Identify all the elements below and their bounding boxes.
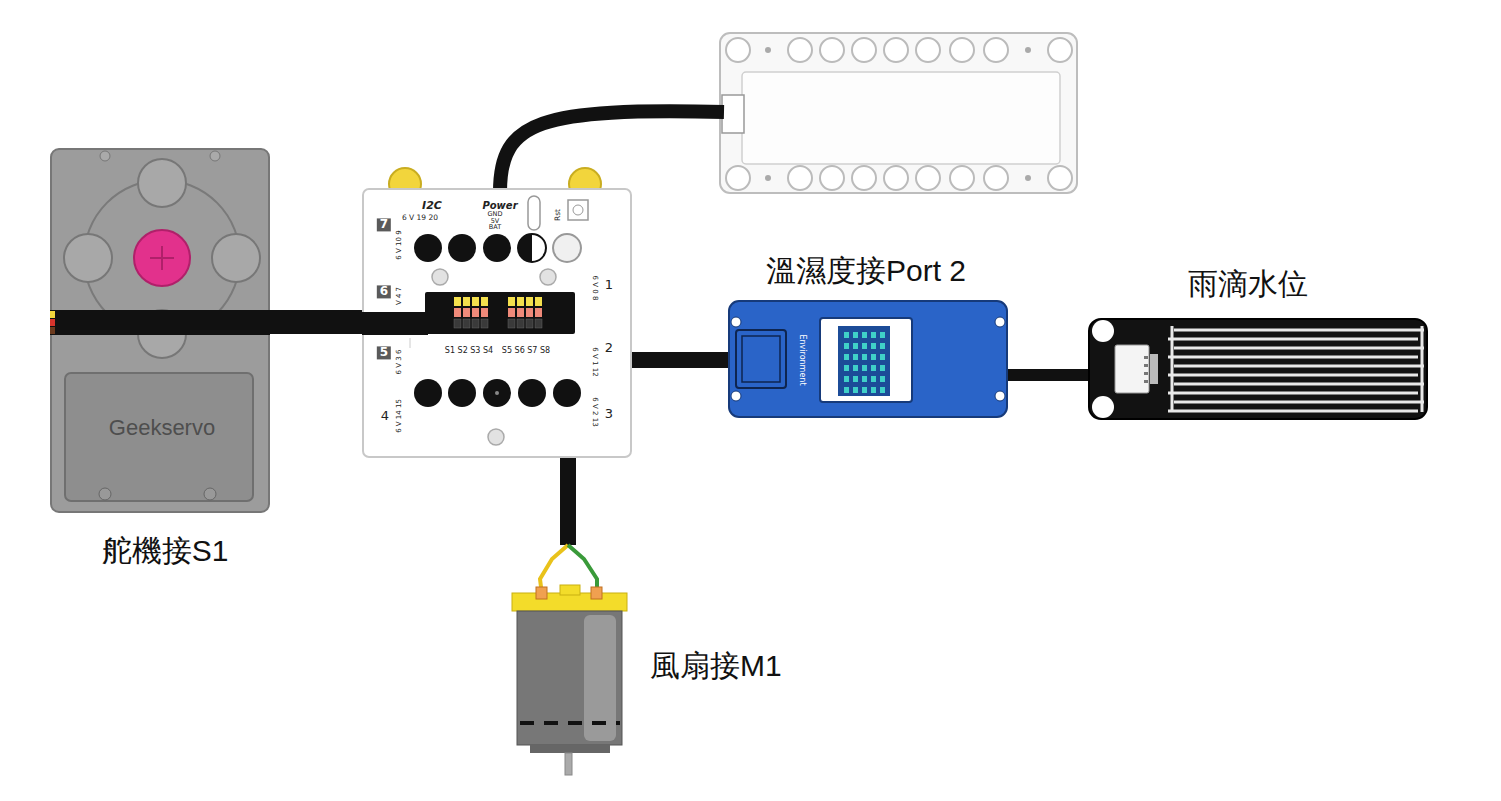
controller: I2C Power 6 V 19 20 GND 5V BAT Rst 7 6 V 10 9 1… xyxy=(362,188,632,458)
pin-label: 6 V 3 6 xyxy=(396,350,404,375)
port-number: 4 xyxy=(381,409,389,423)
cable xyxy=(500,111,724,192)
motor-illustration xyxy=(512,545,627,775)
part-caption: 舵機接S1 xyxy=(102,534,229,567)
port-number: 3 xyxy=(605,407,613,421)
cable xyxy=(1008,369,1088,381)
pin-label: 6 V 2 13 xyxy=(590,397,598,426)
port-number: 7 xyxy=(377,218,391,231)
part-caption: 雨滴水位 xyxy=(1188,267,1308,300)
servo-illustration xyxy=(50,148,270,513)
microcontroller-board xyxy=(720,33,1077,193)
rain-sensor-illustration xyxy=(1088,318,1428,420)
sensor-illustration xyxy=(728,300,1008,418)
part-caption: 風扇接M1 xyxy=(650,649,782,682)
cable xyxy=(560,458,576,545)
pin-label: 6 V 14 15 xyxy=(396,399,404,433)
rain-sensor: 雨滴水位 xyxy=(1088,318,1428,420)
pin-label: 6 V 0 8 xyxy=(590,276,598,301)
part-caption: 溫濕度接Port 2 xyxy=(766,254,966,287)
pin-label: GND 5V BAT xyxy=(487,211,503,231)
pin-label: 6 V 1 12 xyxy=(590,347,598,376)
port-number: 5 xyxy=(377,346,391,359)
cable xyxy=(270,310,362,334)
port-number: 6 xyxy=(377,285,391,298)
port-label: I2C xyxy=(422,200,442,212)
button-label: Rst xyxy=(554,209,562,221)
pin-label: S1 S2 S3 S4 xyxy=(445,347,493,356)
port-number: 1 xyxy=(605,278,613,292)
pin-label: 6 V 10 9 xyxy=(396,230,404,259)
sensor: Environment溫濕度接Port 2 xyxy=(728,300,1008,418)
servo: Geekservo舵機接S1 xyxy=(50,148,270,513)
cable xyxy=(632,352,728,368)
part-name: Geekservo xyxy=(109,416,215,440)
pin-label: V 4 7 xyxy=(396,287,404,305)
fan-motor: 風扇接M1 xyxy=(512,545,627,775)
port-label: Power xyxy=(482,200,517,211)
part-name: Environment xyxy=(798,334,807,385)
port-number: 2 xyxy=(605,341,613,355)
pin-label: 6 V 19 20 xyxy=(402,214,438,222)
pin-label: S5 S6 S7 S8 xyxy=(502,347,550,356)
